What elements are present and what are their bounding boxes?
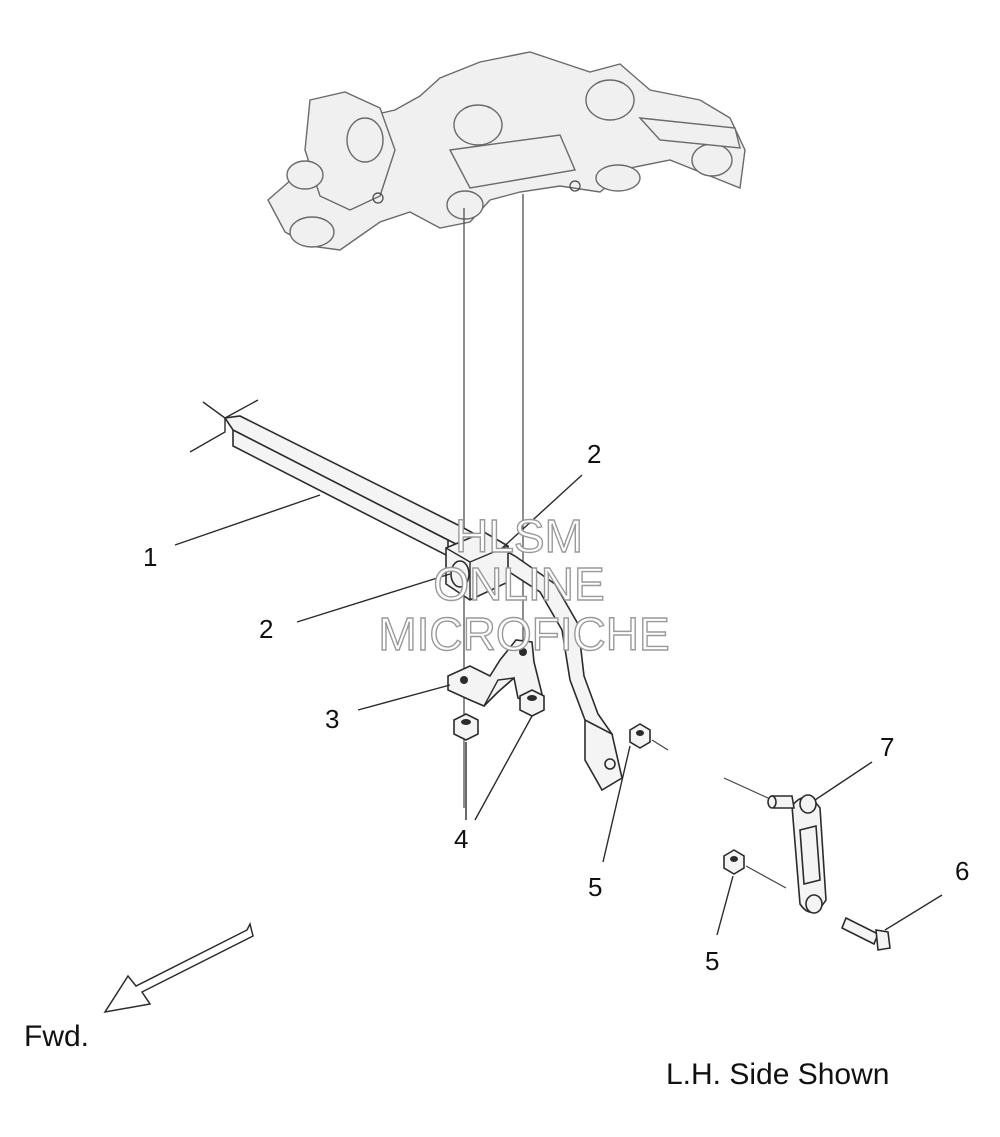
clamp-nut-left (453, 713, 479, 741)
callout-1: 1 (143, 542, 157, 572)
link-nut-lower (723, 849, 745, 875)
link-bolt (840, 916, 891, 951)
side-note: L.H. Side Shown (666, 1058, 889, 1091)
stabilizer-bushing (445, 531, 509, 601)
callout-7: 7 (880, 732, 894, 762)
callout-4: 4 (454, 824, 468, 854)
clamp-nut-right (519, 689, 545, 717)
callout-2-lower: 2 (259, 614, 273, 644)
callout-2-upper: 2 (587, 439, 601, 469)
stabilizer-link (767, 794, 827, 914)
assembly-line-nut-upper (651, 739, 669, 751)
assembly-line-link (723, 777, 769, 799)
watermark-line-2: ONLINE (433, 558, 604, 610)
watermark: HLSM ONLINE MICROFICHE (378, 509, 671, 660)
link-nut-upper (629, 723, 651, 749)
leader-lines (174, 474, 943, 936)
forward-arrow-icon (103, 921, 254, 1014)
rear-subframe (267, 51, 746, 251)
callout-6: 6 (955, 856, 969, 886)
watermark-line-1: HLSM (455, 510, 583, 562)
forward-label: Fwd. (24, 1020, 89, 1053)
assembly-line-nut-lower (745, 865, 787, 889)
callout-5-upper: 5 (588, 872, 602, 902)
callout-5-lower: 5 (705, 946, 719, 976)
callout-3: 3 (325, 704, 339, 734)
watermark-line-3: MICROFICHE (378, 608, 669, 660)
